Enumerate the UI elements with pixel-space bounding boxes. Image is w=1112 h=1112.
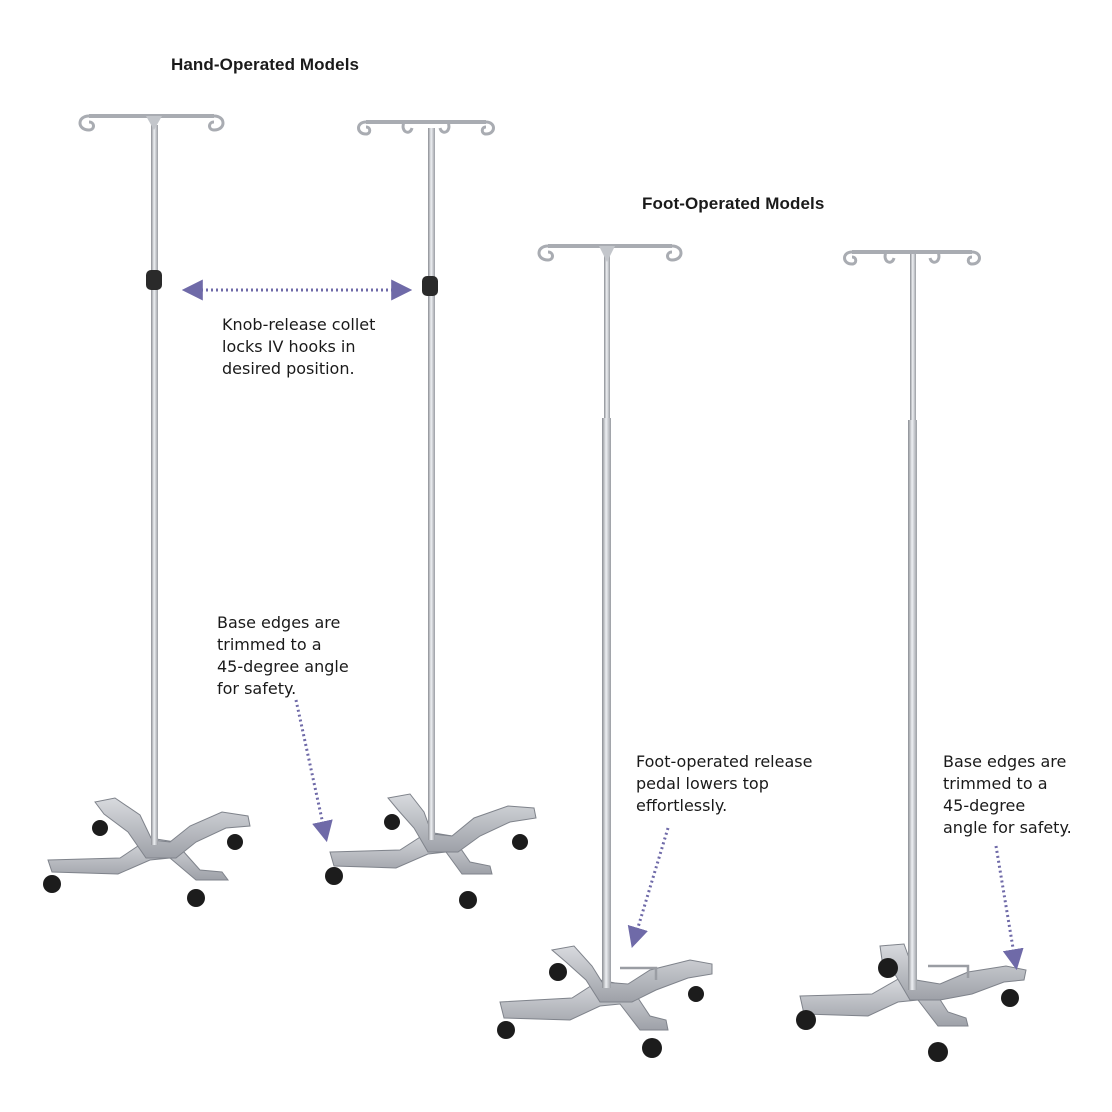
caption-line: pedal lowers top bbox=[636, 774, 769, 793]
release-pedal bbox=[620, 966, 658, 980]
caption-collet: Knob-release collet locks IV hooks in de… bbox=[222, 314, 375, 380]
caption-line: Knob-release collet bbox=[222, 315, 376, 334]
iv-pole-foot-four-hook bbox=[796, 250, 1027, 1062]
collet-knob-icon bbox=[146, 270, 162, 290]
caption-line: Foot-operated release bbox=[636, 752, 813, 771]
heading-hand-operated: Hand-Operated Models bbox=[171, 55, 360, 74]
pedal-arrow bbox=[627, 827, 670, 949]
caption-line: 45-degree bbox=[943, 796, 1026, 815]
caption-line: 45-degree angle bbox=[217, 657, 349, 676]
caption-line: desired position. bbox=[222, 359, 355, 378]
caption-line: trimmed to a bbox=[217, 635, 322, 654]
pole-base bbox=[325, 793, 537, 909]
collet-knob-icon bbox=[422, 276, 438, 296]
caption-line: Base edges are bbox=[943, 752, 1067, 771]
heading-foot-operated: Foot-Operated Models bbox=[642, 194, 825, 213]
caption-line: angle for safety. bbox=[943, 818, 1072, 837]
caption-line: locks IV hooks in bbox=[222, 337, 356, 356]
caption-line: effortlessly. bbox=[636, 796, 728, 815]
iv-pole-hand-two-hook bbox=[43, 114, 251, 907]
caption-pedal: Foot-operated release pedal lowers top e… bbox=[636, 751, 812, 817]
release-pedal bbox=[928, 964, 970, 978]
base-edge-arrow-hand bbox=[294, 699, 333, 843]
iv-pole-foot-two-hook bbox=[497, 244, 713, 1058]
caption-line: trimmed to a bbox=[943, 774, 1048, 793]
base-edge-arrow-foot bbox=[994, 845, 1024, 971]
iv-pole-hand-four-hook bbox=[325, 120, 537, 909]
caption-base-edges-hand: Base edges are trimmed to a 45-degree an… bbox=[217, 612, 349, 700]
caption-line: for safety. bbox=[217, 679, 297, 698]
caption-line: Base edges are bbox=[217, 613, 341, 632]
pole-base bbox=[43, 797, 251, 907]
pole-base bbox=[497, 945, 713, 1058]
caption-base-edges-foot: Base edges are trimmed to a 45-degree an… bbox=[943, 751, 1072, 839]
